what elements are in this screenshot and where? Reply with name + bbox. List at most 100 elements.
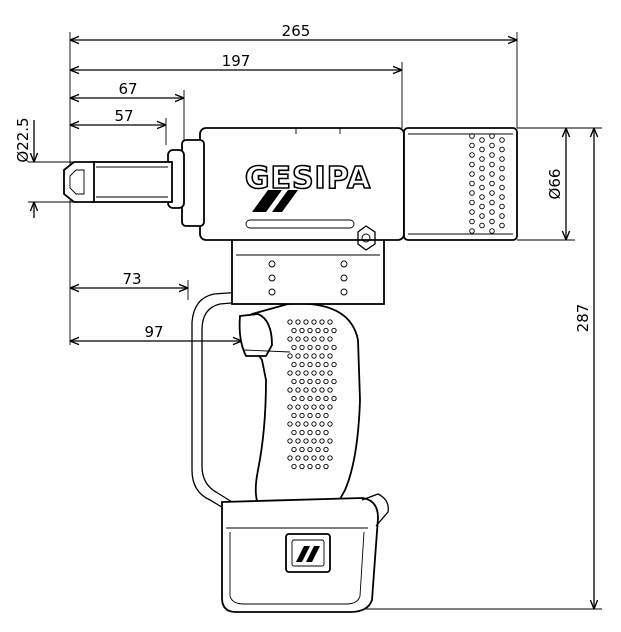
cap-dot xyxy=(469,152,475,158)
grip-dot xyxy=(319,404,325,410)
housing-hole xyxy=(268,288,276,296)
dim-length-67: 67 xyxy=(118,80,137,98)
grip-dot xyxy=(303,387,309,393)
dim-length-57: 57 xyxy=(114,107,133,125)
cap-dot xyxy=(499,222,505,229)
grip-dot xyxy=(287,387,293,393)
battery-release-button xyxy=(285,533,331,573)
housing-hole xyxy=(340,274,348,282)
cap-dot xyxy=(479,137,485,143)
grip-dot xyxy=(295,438,301,444)
grip-dot xyxy=(331,378,337,385)
cap-dot xyxy=(479,222,485,229)
cap-dot xyxy=(499,184,505,191)
gesipa-logo: GESIPA xyxy=(244,160,371,212)
dim-body-diameter: Ø66 xyxy=(546,169,564,200)
cap-dot xyxy=(479,203,485,210)
grip-dot xyxy=(327,455,333,461)
cap-dot xyxy=(489,152,495,158)
logo-stripe-2 xyxy=(272,190,298,212)
grip-dot xyxy=(307,327,313,334)
grip-dot xyxy=(319,387,325,393)
grip-dot xyxy=(299,463,305,470)
cap-dot xyxy=(499,165,505,172)
grip-dot xyxy=(311,404,317,410)
grip-dot xyxy=(291,344,297,351)
cap-dot xyxy=(479,146,485,153)
grip-dot xyxy=(299,412,305,419)
grip-dot xyxy=(303,319,309,325)
housing-holes xyxy=(268,260,348,296)
grip-dot xyxy=(287,455,293,461)
grip-dot xyxy=(319,370,325,376)
grip-dot xyxy=(319,421,325,427)
grip-dot xyxy=(323,378,329,385)
grip-dot xyxy=(323,361,329,368)
cap-dot xyxy=(489,218,495,225)
grip-dot xyxy=(299,395,305,402)
grip-dot xyxy=(307,378,313,385)
grip-dot xyxy=(327,319,333,325)
grip-dot xyxy=(299,446,305,453)
cap-dot xyxy=(479,184,485,191)
grip-dot xyxy=(291,361,297,368)
grip-dot xyxy=(295,421,301,427)
brand-name: GESIPA xyxy=(245,161,371,196)
trigger xyxy=(238,313,273,357)
grip-dot xyxy=(287,438,293,444)
dim-nose-diameter: Ø22.5 xyxy=(14,117,32,162)
grip-dot xyxy=(331,327,337,334)
grip-dot xyxy=(331,361,337,368)
cap-dot xyxy=(489,199,495,206)
cap-dot xyxy=(469,209,475,215)
housing-hole xyxy=(268,274,276,282)
grip-dot xyxy=(287,404,293,410)
grip-dot xyxy=(299,344,305,351)
grip-dot xyxy=(315,378,321,385)
grip-dot xyxy=(327,421,333,427)
grip-dot xyxy=(291,395,297,402)
cap-dot xyxy=(469,142,475,149)
cap-dot xyxy=(469,171,475,177)
grip-dot xyxy=(327,370,333,376)
dim-overall-length: 265 xyxy=(282,22,311,40)
grip-dot xyxy=(299,429,305,436)
grip-dot xyxy=(295,455,301,461)
grip-dot xyxy=(311,455,317,461)
dimension-lines xyxy=(28,32,602,610)
cap-dot xyxy=(479,165,485,172)
nose-tip xyxy=(63,161,95,203)
logo-stripe-1 xyxy=(252,190,282,212)
grip-dot xyxy=(287,370,293,376)
grip-dot xyxy=(295,370,301,376)
rivet-tool-outline xyxy=(63,127,518,613)
handle-guard xyxy=(191,291,243,513)
cap-dot xyxy=(489,228,495,234)
front-collar xyxy=(181,139,205,227)
grip-dot xyxy=(307,446,313,453)
grip-dot xyxy=(303,336,309,342)
grip-dot xyxy=(303,438,309,444)
grip-dot xyxy=(295,387,301,393)
grip-dot xyxy=(323,446,329,453)
grip-dot xyxy=(319,438,325,444)
nose-tube xyxy=(91,161,173,203)
grip-dot xyxy=(303,404,309,410)
cap-dot xyxy=(499,194,505,200)
housing-hole xyxy=(340,288,348,296)
dim-handle-97: 97 xyxy=(144,323,163,341)
dimension-labels: 265 197 67 57 73 97 Ø22.5 Ø66 287 xyxy=(14,22,592,341)
grip-dot xyxy=(327,387,333,393)
cap-dot xyxy=(489,133,495,139)
grip-dot xyxy=(327,404,333,410)
hex-bolt xyxy=(357,225,376,251)
grip-dot xyxy=(291,378,297,385)
dim-length-to-front: 197 xyxy=(222,52,251,70)
rear-cap-texture xyxy=(469,133,505,234)
cap-dot xyxy=(469,190,475,196)
grip-dot xyxy=(307,395,313,402)
grip-dot xyxy=(307,412,313,419)
grip-dot xyxy=(315,361,321,368)
grip-dot xyxy=(311,336,317,342)
